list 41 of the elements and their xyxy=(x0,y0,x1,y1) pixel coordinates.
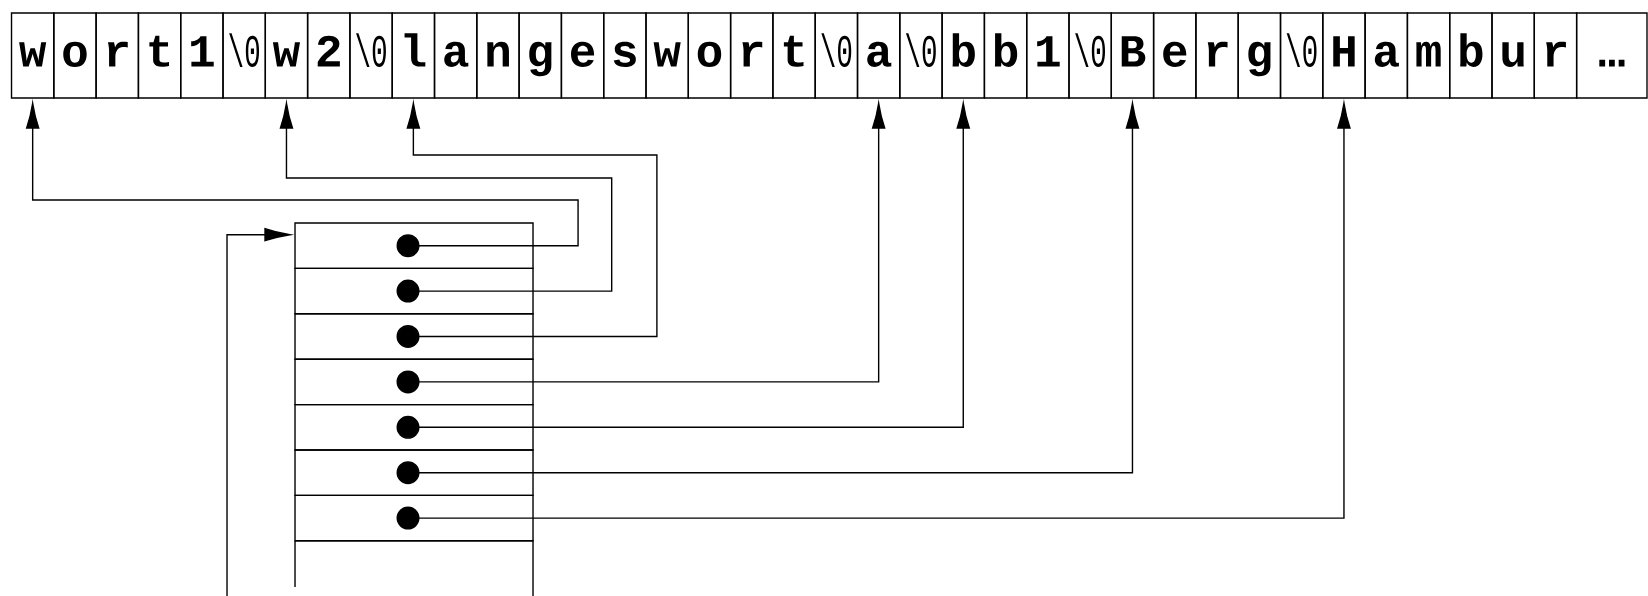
character-cell: H xyxy=(1322,12,1366,99)
pointer-slot xyxy=(294,494,534,542)
character-cell: r xyxy=(95,12,140,99)
character-cell: \0 xyxy=(1068,12,1112,99)
character-cell: b xyxy=(941,12,986,99)
character-cell: B xyxy=(1110,12,1155,99)
character-cell: b xyxy=(1449,12,1493,99)
character-cell: o xyxy=(53,12,97,99)
character-cell: w xyxy=(264,12,309,99)
character-cell: … xyxy=(1575,12,1648,99)
character-cell: \0 xyxy=(222,12,266,99)
character-cell: e xyxy=(1152,12,1197,99)
character-cell: r xyxy=(1195,12,1239,99)
character-cell: t xyxy=(772,12,816,99)
character-cell: o xyxy=(687,12,732,99)
character-cell: g xyxy=(1237,12,1282,99)
character-cell: \0 xyxy=(899,12,943,99)
character-cell: n xyxy=(476,12,520,99)
character-cell: e xyxy=(560,12,605,99)
character-cell: g xyxy=(518,12,563,99)
character-cell: 1 xyxy=(180,12,224,99)
character-cell: \0 xyxy=(814,12,859,99)
character-cell: a xyxy=(433,12,478,99)
character-cell: 1 xyxy=(1026,12,1070,99)
character-cell: r xyxy=(1533,12,1578,99)
character-cell: \0 xyxy=(349,12,393,99)
character-cell: m xyxy=(1406,12,1451,99)
pointer-slot xyxy=(294,540,534,596)
character-cell: 2 xyxy=(306,12,351,99)
character-cell: t xyxy=(137,12,182,99)
character-cell: a xyxy=(1364,12,1409,99)
arrow xyxy=(226,228,291,596)
character-cell: r xyxy=(729,12,774,99)
character-cell: w xyxy=(645,12,689,99)
character-cell: w xyxy=(10,12,55,99)
character-cell: b xyxy=(983,12,1028,99)
character-cell: u xyxy=(1491,12,1535,99)
character-cell: l xyxy=(391,12,436,99)
character-cell: \0 xyxy=(1279,12,1324,99)
character-cell: a xyxy=(856,12,901,99)
character-cell: s xyxy=(603,12,647,99)
